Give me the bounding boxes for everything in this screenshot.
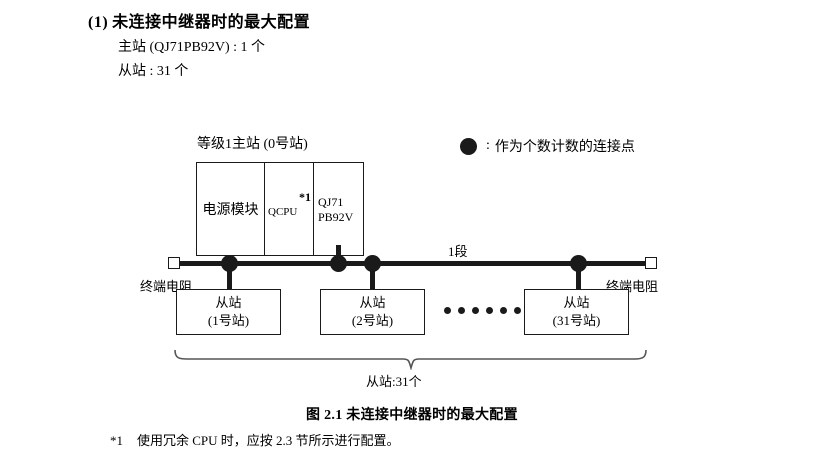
rack-cell-power-module: 电源模块 bbox=[197, 163, 265, 255]
ellipsis-dot-icon bbox=[514, 307, 521, 314]
slave-station-number: (1号站) bbox=[207, 313, 250, 328]
section-heading: (1)未连接中继器时的最大配置 bbox=[88, 8, 310, 32]
slave-station-number: (2号站) bbox=[351, 313, 394, 328]
ellipsis-dot-icon bbox=[500, 307, 507, 314]
filled-circle-icon bbox=[460, 137, 477, 155]
footnote-text: 使用冗余 CPU 时，应按 2.3 节所示进行配置。 bbox=[137, 433, 400, 448]
slave-label: 从站 bbox=[215, 295, 242, 311]
footnote: *1 使用冗余 CPU 时，应按 2.3 节所示进行配置。 bbox=[110, 430, 400, 449]
connection-dot-master bbox=[330, 255, 347, 272]
spec-master-count: 主站 (QJ71PB92V) : 1 个 bbox=[118, 40, 266, 55]
master-drop-wire bbox=[336, 245, 341, 263]
slave-group-brace bbox=[174, 349, 647, 370]
terminator-right-icon bbox=[645, 257, 657, 269]
bus-trunk-line bbox=[178, 261, 648, 266]
ellipsis-dot-icon bbox=[444, 307, 451, 314]
footnote-marker: *1 bbox=[110, 433, 123, 448]
slave-station-box-1: 从站 (1号站) bbox=[176, 289, 281, 335]
master-station-title: 等级1主站 (0号站) bbox=[197, 137, 308, 152]
rack-footnote-marker: *1 bbox=[299, 190, 311, 204]
legend-colon: : bbox=[486, 138, 490, 153]
figure-caption: 图 2.1 未连接中继器时的最大配置 bbox=[306, 408, 518, 423]
legend: : 作为个数计数的连接点 bbox=[460, 136, 635, 156]
heading-number: (1) bbox=[88, 14, 109, 31]
pb92v-label: QJ71 PB92V bbox=[318, 195, 353, 225]
slave-label: 从站 bbox=[359, 295, 386, 311]
slave-station-box-31: 从站 (31号站) bbox=[524, 289, 629, 335]
slave-label: 从站 bbox=[563, 295, 590, 311]
slave-brace-caption: 从站:31个 bbox=[366, 374, 422, 389]
pb92v-label-line2: PB92V bbox=[318, 210, 354, 224]
power-module-label: 电源模块 bbox=[202, 203, 259, 218]
slave-station-number: (31号站) bbox=[552, 313, 601, 328]
drop-wire-slave-2 bbox=[370, 262, 375, 290]
spec-slave-count: 从站 : 31 个 bbox=[118, 64, 189, 79]
heading-title: 未连接中继器时的最大配置 bbox=[112, 14, 311, 31]
rack-cell-pb92v: QJ71 PB92V bbox=[314, 163, 363, 255]
segment-label: 1段 bbox=[448, 244, 468, 259]
ellipsis-dot-icon bbox=[458, 307, 465, 314]
drop-wire-slave-1 bbox=[227, 262, 232, 290]
master-rack: 电源模块 QCPU *1 QJ71 PB92V bbox=[196, 162, 364, 256]
rack-cell-qcpu: QCPU *1 bbox=[265, 163, 314, 255]
legend-text: 作为个数计数的连接点 bbox=[494, 140, 635, 155]
slave-ellipsis-icon bbox=[444, 307, 521, 314]
pb92v-label-line1: QJ71 bbox=[318, 195, 344, 209]
terminator-left-icon bbox=[168, 257, 180, 269]
slave-station-box-2: 从站 (2号站) bbox=[320, 289, 425, 335]
ellipsis-dot-icon bbox=[486, 307, 493, 314]
ellipsis-dot-icon bbox=[472, 307, 479, 314]
qcpu-label: QCPU bbox=[268, 206, 298, 218]
drop-wire-slave-31 bbox=[576, 262, 581, 290]
